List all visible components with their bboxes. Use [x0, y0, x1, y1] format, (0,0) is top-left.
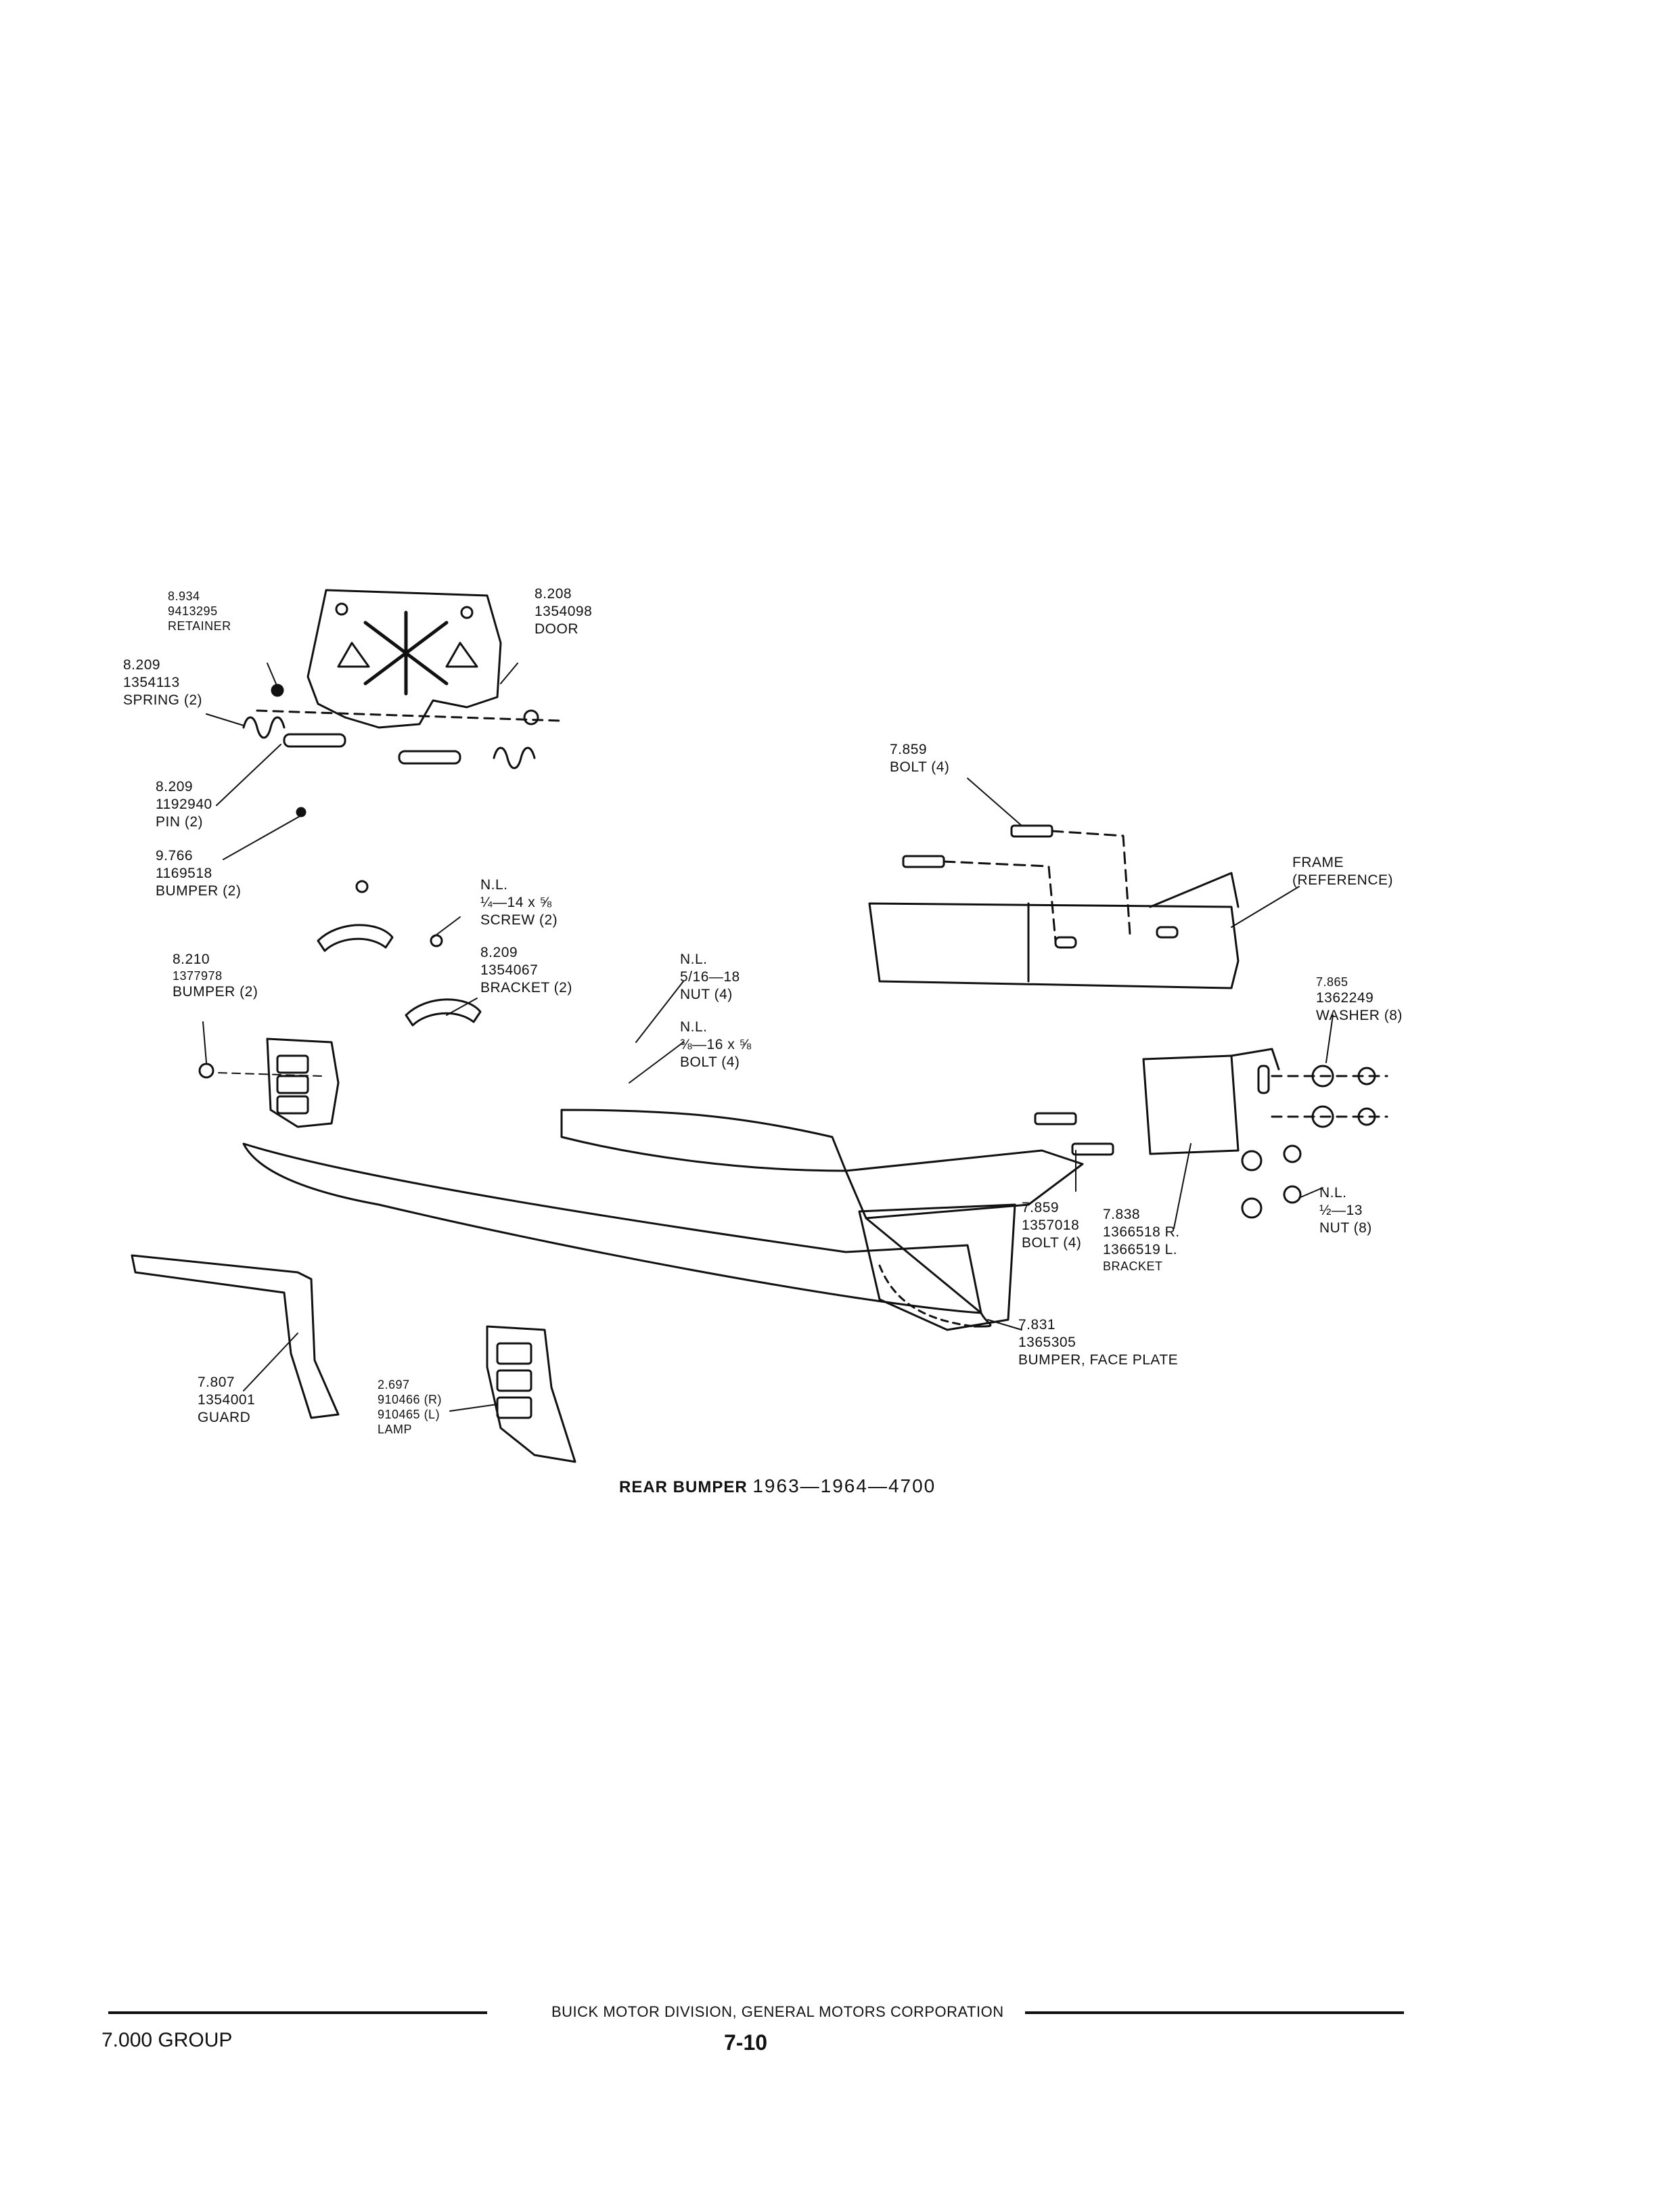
callout-frame: FRAME(REFERENCE): [1292, 855, 1394, 888]
door-centerline: [256, 709, 563, 722]
license-door-part: [307, 589, 502, 729]
footer-organization: BUICK MOTOR DIVISION, GENERAL MOTORS COR…: [551, 2003, 1004, 2020]
spring-pin-parts: [242, 684, 539, 818]
footer-rule-right: [1025, 2011, 1404, 2014]
caption-years: 1963—1964—4700: [752, 1475, 936, 1496]
left-bumper-end: [198, 1037, 340, 1128]
bolts: [902, 824, 1131, 1156]
figure-caption: REAR BUMPER 1963—1964—4700: [619, 1475, 936, 1497]
leader-lines: [202, 663, 1334, 1412]
footer-rule-left: [108, 2011, 487, 2014]
lamp-part: [486, 1325, 576, 1463]
caption-label: REAR BUMPER: [619, 1478, 748, 1496]
footer-page-number: 7-10: [724, 2030, 768, 2055]
frame-reference: [868, 872, 1240, 989]
bumper-bar: [242, 1109, 1084, 1328]
washers-nuts: [1241, 1065, 1388, 1219]
footer-group: 7.000 GROUP: [101, 2029, 233, 2051]
right-bracket: [1142, 1048, 1280, 1155]
face-plate: [858, 1203, 1016, 1331]
guard-part: [131, 1254, 340, 1419]
license-brackets: [317, 880, 482, 1027]
